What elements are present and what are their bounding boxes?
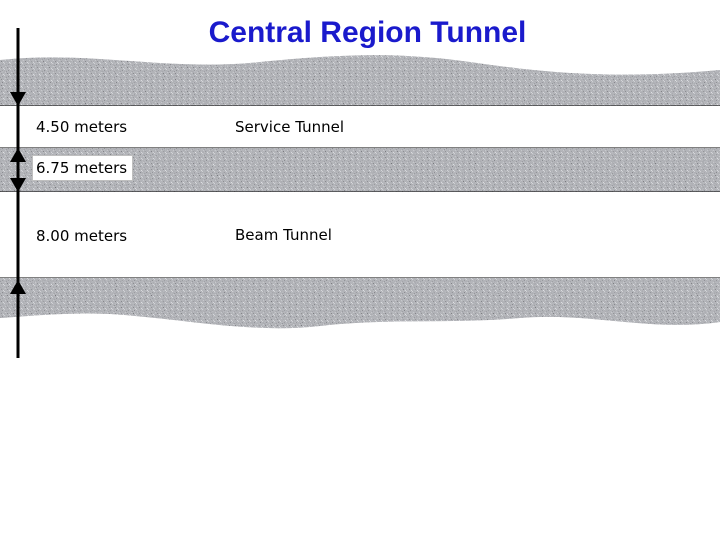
service-tunnel-name-label: Service Tunnel (235, 118, 345, 136)
service-tunnel-band (0, 106, 720, 148)
rock-layer-bottom (0, 278, 720, 329)
beam-tunnel-name-label: Beam Tunnel (235, 226, 332, 244)
arrow-down-icon (10, 92, 26, 106)
beam-tunnel-height-label: 8.00 meters (36, 227, 128, 245)
arrow-up-icon (10, 148, 26, 162)
beam-tunnel-band (0, 192, 720, 278)
middle-rock-height-label: 6.75 meters (32, 155, 134, 181)
page-title: Central Region Tunnel (208, 16, 527, 49)
service-tunnel-height-label: 4.50 meters (36, 118, 128, 136)
arrow-down-icon (10, 178, 26, 192)
arrow-up-icon (10, 280, 26, 294)
rock-layer-top (0, 55, 720, 106)
